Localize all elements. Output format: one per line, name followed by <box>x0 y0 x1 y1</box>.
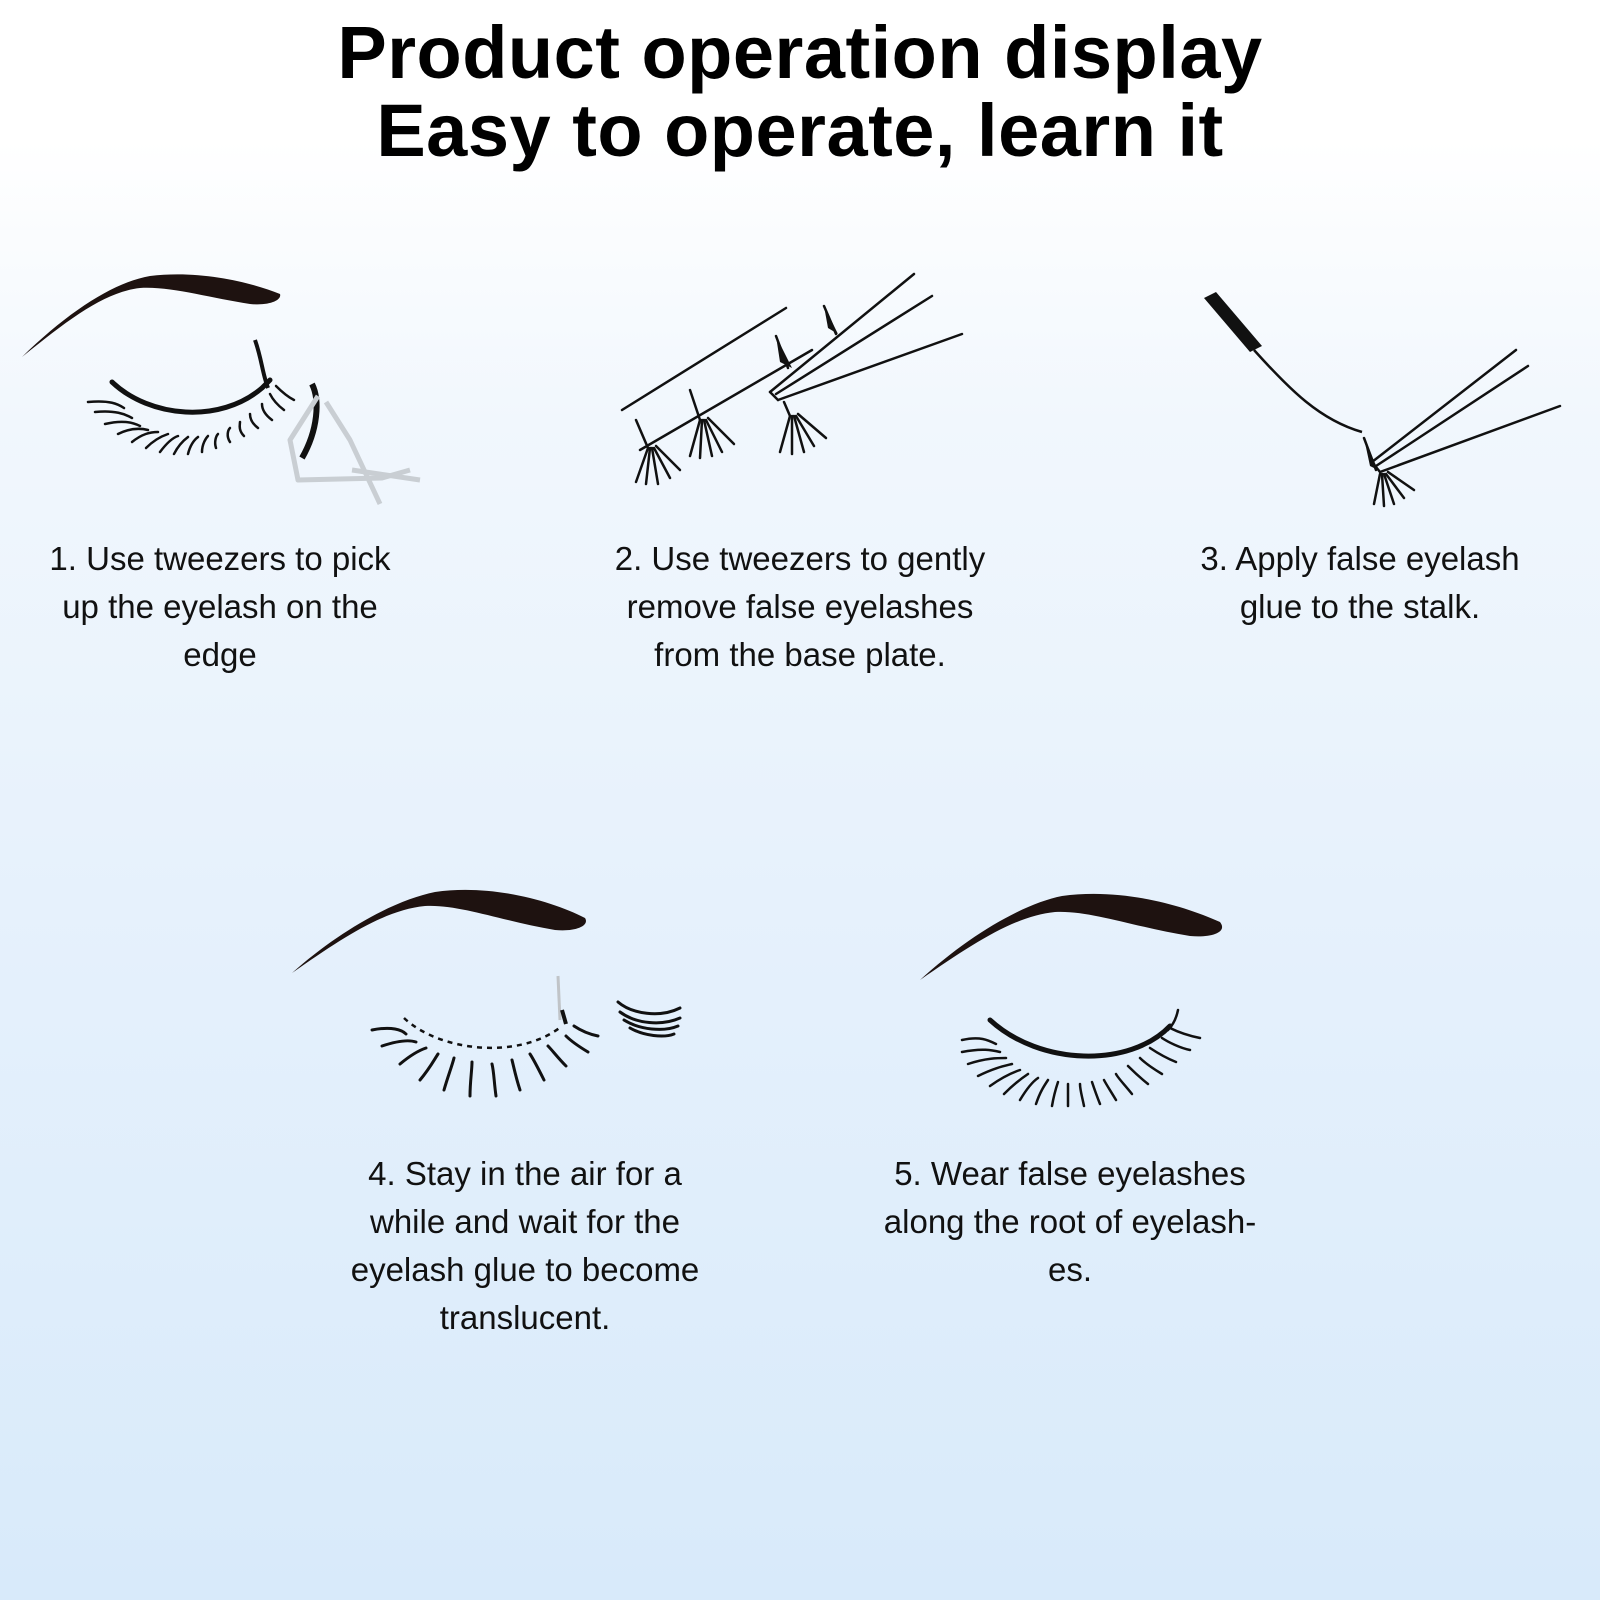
caption-line: 5. Wear false eyelashes <box>894 1155 1246 1192</box>
caption-line: 2. Use tweezers to gently <box>614 540 986 577</box>
step-4-caption: 4. Stay in the air for a while and wait … <box>300 1150 750 1342</box>
caption-line: 4. Stay in the air for a <box>368 1155 682 1192</box>
header: Product operation display Easy to operat… <box>0 14 1600 170</box>
caption-line: es. <box>1047 1251 1093 1288</box>
step-2-caption: 2. Use tweezers to gently remove false e… <box>570 535 1030 679</box>
step-5-caption: 5. Wear false eyelashes along the root o… <box>840 1150 1300 1294</box>
page-subtitle: Easy to operate, learn it <box>376 89 1224 172</box>
caption-line: from the base plate. <box>654 636 946 673</box>
caption-line: up the eyelash on the <box>62 588 378 625</box>
caption-line: edge <box>183 636 257 673</box>
caption-line: eyelash glue to become <box>350 1251 700 1288</box>
caption-line: along the root of eyelash- <box>883 1203 1257 1240</box>
page-title: Product operation display <box>337 11 1263 94</box>
caption-line: 1. Use tweezers to pick <box>49 540 391 577</box>
step-3-caption: 3. Apply false eyelash glue to the stalk… <box>1140 535 1580 631</box>
caption-line: translucent. <box>439 1299 611 1336</box>
caption-line: glue to the stalk. <box>1239 588 1481 625</box>
caption-line: 3. Apply false eyelash <box>1200 540 1520 577</box>
caption-line: while and wait for the <box>369 1203 680 1240</box>
caption-line: remove false eyelashes <box>626 588 974 625</box>
step-1-caption: 1. Use tweezers to pick up the eyelash o… <box>0 535 440 679</box>
